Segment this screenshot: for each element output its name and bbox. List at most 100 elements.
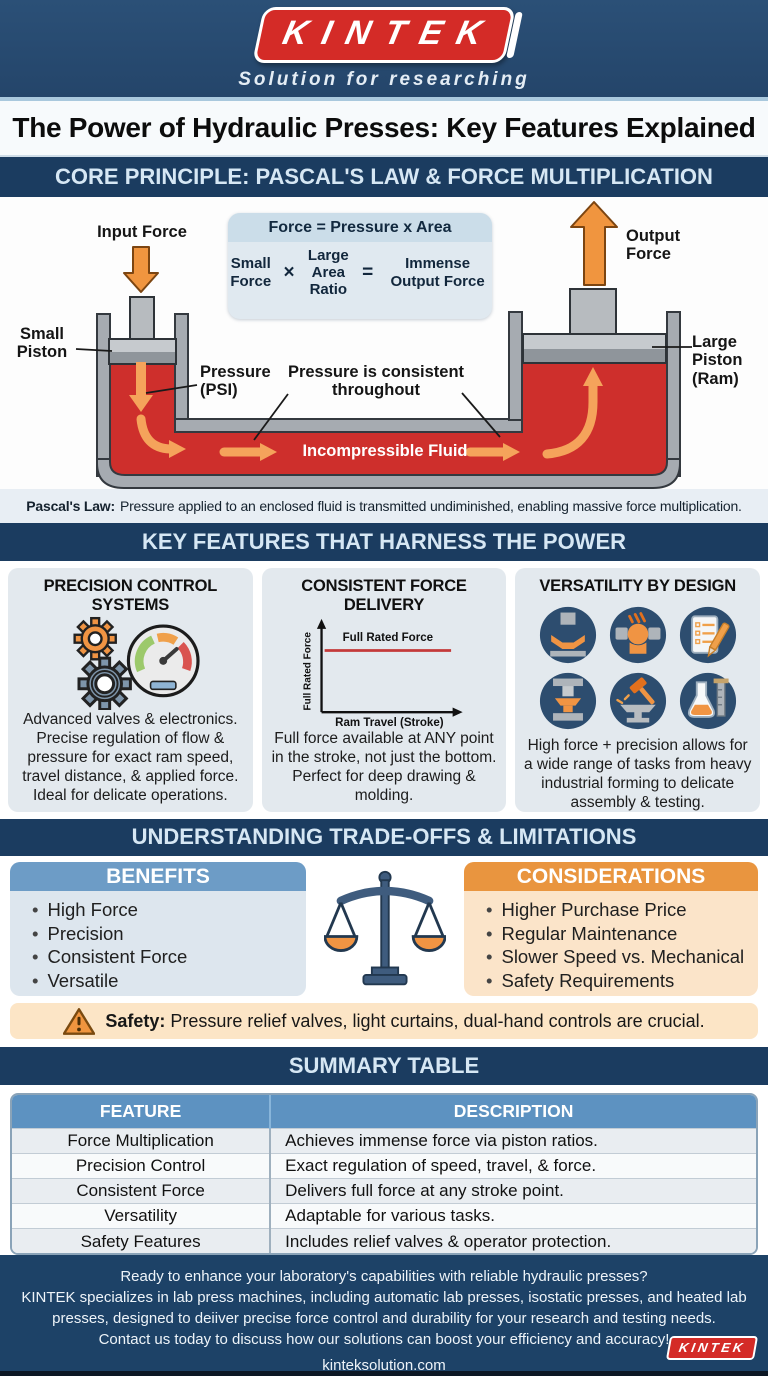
benefit-item: High Force bbox=[32, 898, 302, 921]
divider-strip bbox=[0, 97, 768, 102]
chart-line-label: Full Rated Force bbox=[343, 632, 434, 644]
formula-term-output-force: Immense Output Force bbox=[390, 255, 485, 290]
warning-icon bbox=[63, 1007, 96, 1035]
formula-box: Force = Pressure x Area Small Force × La… bbox=[228, 212, 492, 319]
chart-ylabel: Full Rated Force bbox=[303, 631, 314, 710]
table-header-row: FEATURE DESCRIPTION bbox=[12, 1094, 756, 1129]
safety-text-wrap: Safety: Pressure relief valves, light cu… bbox=[105, 1011, 704, 1032]
col-header-feature: FEATURE bbox=[12, 1094, 271, 1129]
summary-table: FEATURE DESCRIPTION Force Multiplication… bbox=[12, 1094, 756, 1253]
card-text: High force + precision allows for a wide… bbox=[523, 736, 752, 812]
title-band: The Power of Hydraulic Presses: Key Feat… bbox=[0, 101, 768, 158]
press-diagram-graphic bbox=[75, 200, 692, 489]
label-input-force: Input Force bbox=[97, 222, 187, 241]
label-output-force: Output Force bbox=[626, 226, 681, 264]
force-stroke-chart: Full Rated Force Full Rated Force Ram Tr… bbox=[303, 618, 463, 729]
feature-cell: Precision Control bbox=[75, 1156, 206, 1176]
feature-cell: Consistent Force bbox=[76, 1181, 205, 1201]
section-heading-features: KEY FEATURES THAT HARNESS THE POWER bbox=[0, 522, 768, 561]
table-row: Versatility Adaptable for various tasks. bbox=[12, 1203, 756, 1229]
benefits-header: BENEFITS bbox=[10, 862, 306, 892]
formula-term-small-force: Small Force bbox=[230, 255, 272, 290]
card-title: PRECISION CONTROL SYSTEMS bbox=[43, 576, 218, 614]
pascal-law-note: Pascal's Law: Pressure applied to an enc… bbox=[0, 489, 768, 523]
stamping-press-icon bbox=[539, 672, 596, 729]
consideration-item: Regular Maintenance bbox=[486, 922, 754, 945]
balance-scale-icon bbox=[324, 871, 446, 986]
tradeoffs-row: BENEFITS High Force Precision Consistent… bbox=[0, 856, 768, 997]
footer-line-2: KINTEK specializes in lab press machines… bbox=[21, 1288, 747, 1327]
table-row: Consistent Force Delivers full force at … bbox=[12, 1178, 756, 1204]
label-small-piston: Small Piston bbox=[16, 324, 68, 362]
feature-cell: Force Multiplication bbox=[67, 1131, 214, 1151]
description-cell: Adaptable for various tasks. bbox=[269, 1203, 756, 1229]
fluid-flow-arrows bbox=[129, 361, 603, 461]
section-heading-tradeoffs: UNDERSTANDING TRADE-OFFS & LIMITATIONS bbox=[0, 818, 768, 857]
feature-cards: PRECISION CONTROL SYSTEMS bbox=[0, 560, 768, 819]
label-pressure-consistent: Pressure is consistent throughout bbox=[287, 362, 465, 400]
consideration-item: Safety Requirements bbox=[486, 969, 754, 992]
kintek-logo-text: KINTEK bbox=[279, 13, 500, 52]
footer: Ready to enhance your laboratory's capab… bbox=[0, 1254, 768, 1376]
section-heading-core: CORE PRINCIPLE: PASCAL'S LAW & FORCE MUL… bbox=[0, 157, 768, 197]
label-pressure-psi: Pressure (PSI) bbox=[200, 362, 271, 400]
kintek-logo: KINTEK bbox=[252, 6, 516, 63]
card-text: Advanced valves & electronics. Precise r… bbox=[22, 710, 239, 805]
forging-icon bbox=[609, 606, 666, 663]
benefit-item: Precision bbox=[32, 922, 302, 945]
pascal-law-text: Pressure applied to an enclosed fluid is… bbox=[119, 497, 742, 514]
output-force-arrow bbox=[570, 200, 618, 286]
checklist-icon bbox=[679, 606, 736, 663]
footer-website: kinteksolution.com bbox=[322, 1356, 446, 1374]
card-title: CONSISTENT FORCE DELIVERY bbox=[301, 576, 467, 614]
label-incompressible-fluid: Incompressible Fluid bbox=[302, 441, 468, 460]
benefit-item: Consistent Force bbox=[32, 945, 302, 968]
versatility-icons bbox=[539, 606, 737, 730]
considerations-header: CONSIDERATIONS bbox=[464, 862, 758, 892]
card-precision-control: PRECISION CONTROL SYSTEMS bbox=[8, 567, 253, 812]
formula-term-area-ratio: Large Area Ratio bbox=[307, 246, 349, 299]
leader-lines bbox=[75, 345, 692, 441]
footer-line-1: Ready to enhance your laboratory's capab… bbox=[120, 1267, 648, 1285]
card-versatility: VERSATILITY BY DESIGN bbox=[515, 567, 761, 812]
feature-cell: Versatility bbox=[104, 1206, 177, 1226]
table-row: Precision Control Exact regulation of sp… bbox=[12, 1153, 756, 1179]
consideration-item: Slower Speed vs. Mechanical bbox=[486, 945, 754, 968]
card-title: VERSATILITY BY DESIGN bbox=[539, 576, 736, 595]
safety-label: Safety: bbox=[105, 1010, 166, 1031]
gears-gauge-icon bbox=[73, 616, 200, 710]
formula-equals-sign: = bbox=[362, 261, 374, 283]
benefits-list: High Force Precision Consistent Force Ve… bbox=[10, 891, 306, 996]
considerations-card: CONSIDERATIONS Higher Purchase Price Reg… bbox=[464, 862, 758, 997]
input-force-arrow bbox=[123, 245, 159, 293]
kintek-logo-footer: KINTEK bbox=[665, 1335, 759, 1360]
tagline: Solution for researching bbox=[238, 68, 530, 90]
benefit-item: Versatile bbox=[32, 969, 302, 992]
fluid-shape bbox=[110, 346, 667, 477]
label-large-piston: Large Piston (Ram) bbox=[692, 332, 743, 388]
feature-cell: Safety Features bbox=[80, 1231, 201, 1251]
formula-multiply-sign: × bbox=[283, 261, 295, 283]
formula-body: Small Force × Large Area Ratio = Immense… bbox=[228, 242, 492, 299]
formula-header: Force = Pressure x Area bbox=[228, 212, 492, 242]
section-heading-summary: SUMMARY TABLE bbox=[0, 1047, 768, 1085]
hydraulic-press-diagram: Force = Pressure x Area Small Force × La… bbox=[0, 196, 768, 490]
benefits-card: BENEFITS High Force Precision Consistent… bbox=[10, 862, 306, 997]
small-piston-shape bbox=[108, 295, 177, 365]
table-row: Safety Features Includes relief valves &… bbox=[12, 1228, 756, 1253]
consideration-item: Higher Purchase Price bbox=[486, 898, 754, 921]
col-header-description: DESCRIPTION bbox=[269, 1094, 756, 1129]
considerations-list: Higher Purchase Price Regular Maintenanc… bbox=[464, 891, 758, 996]
table-row: Force Multiplication Achieves immense fo… bbox=[12, 1128, 756, 1154]
balance-scale-wrap bbox=[314, 862, 456, 996]
footer-line-3: Contact us today to discuss how our solu… bbox=[98, 1330, 670, 1348]
chart-xlabel: Ram Travel (Stroke) bbox=[335, 717, 444, 729]
pascal-law-label: Pascal's Law: bbox=[26, 497, 115, 514]
description-cell: Exact regulation of speed, travel, & for… bbox=[269, 1153, 756, 1179]
page-title: The Power of Hydraulic Presses: Key Feat… bbox=[12, 112, 756, 144]
safety-note: Safety: Pressure relief valves, light cu… bbox=[10, 1003, 758, 1040]
header: KINTEK Solution for researching bbox=[0, 0, 768, 98]
description-cell: Achieves immense force via piston ratios… bbox=[269, 1128, 756, 1154]
description-cell: Includes relief valves & operator protec… bbox=[269, 1228, 756, 1253]
